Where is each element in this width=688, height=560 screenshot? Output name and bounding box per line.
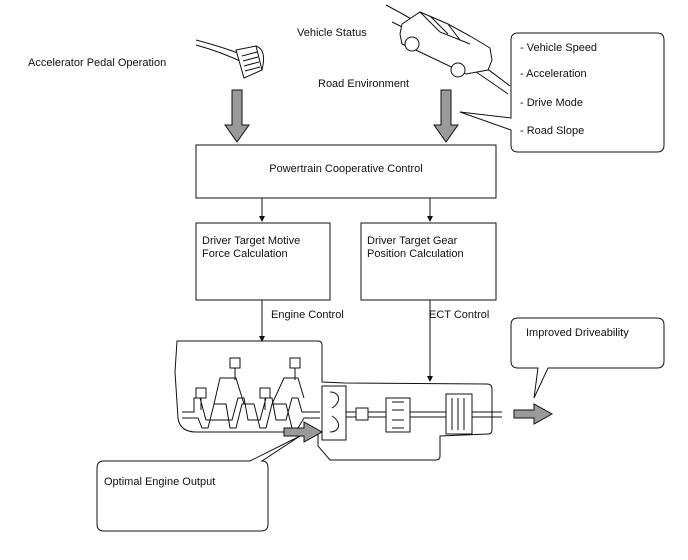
output-arrow — [513, 403, 554, 425]
optimal-engine-output-callout: Optimal Engine Output — [96, 435, 301, 532]
improved-driveability-callout: Improved Driveability — [510, 317, 665, 399]
status-item: - Drive Mode — [520, 97, 583, 109]
engine-control-label: Engine Control — [271, 309, 344, 321]
improved-driveability-label: Improved Driveability — [526, 327, 629, 339]
ect-control-label: ECT Control — [429, 309, 489, 321]
status-item: - Vehicle Speed — [520, 42, 597, 54]
gear-position-label-line2: Position Calculation — [367, 248, 464, 260]
gear-position-label-line1: Driver Target Gear — [367, 235, 458, 247]
vehicle-status-label: Vehicle Status — [297, 27, 367, 39]
engine-transmission-illustration — [174, 340, 502, 461]
status-item: - Acceleration — [520, 68, 587, 80]
optimal-engine-output-label: Optimal Engine Output — [104, 476, 215, 488]
optimal-output-arrow — [283, 421, 324, 443]
road-environment-label: Road Environment — [318, 78, 409, 90]
motive-force-label-line2: Force Calculation — [202, 248, 288, 260]
status-item: - Road Slope — [520, 125, 584, 137]
gear-position-box — [360, 222, 497, 301]
accelerator-label: Accelerator Pedal Operation — [28, 57, 166, 69]
accelerator-pedal-icon — [195, 39, 265, 79]
input-arrow — [433, 89, 459, 143]
powertrain-label: Powertrain Cooperative Control — [269, 163, 422, 175]
car-icon — [385, 4, 511, 95]
motive-force-box — [195, 222, 331, 301]
motive-force-label-line1: Driver Target Motive — [202, 235, 300, 247]
powertrain-box — [195, 144, 497, 199]
status-callout: - Vehicle Speed - Acceleration - Drive M… — [459, 32, 665, 153]
input-arrow — [224, 89, 250, 143]
